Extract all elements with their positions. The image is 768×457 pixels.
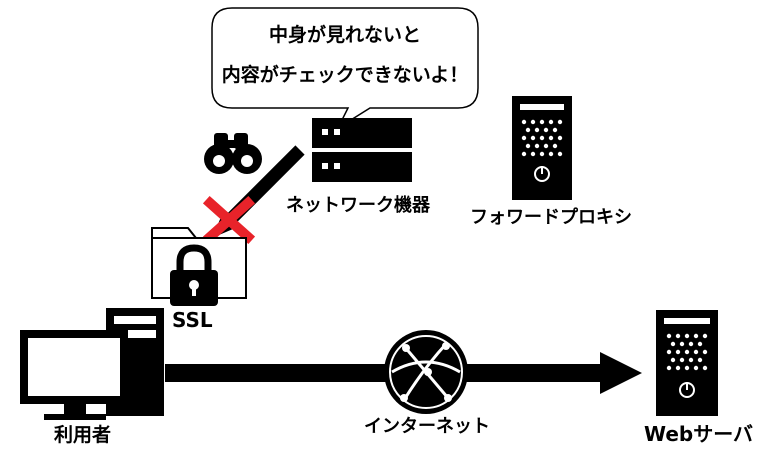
speech-bubble-line-2: 内容がチェックできないよ！ [221, 64, 469, 86]
network-device-label: ネットワーク機器 [286, 195, 430, 216]
user-computer-icon [20, 308, 164, 420]
speech-bubble-line-1: 中身が見れないと [268, 24, 421, 46]
user-label: 利用者 [54, 424, 112, 446]
network-device-icon [312, 118, 412, 182]
web-server-label: Webサーバ [644, 422, 754, 446]
binoculars-icon [204, 133, 262, 174]
ssl-folder-icon [151, 227, 247, 306]
internet-label: インターネット [364, 416, 490, 437]
internet-globe-icon [384, 330, 468, 414]
forward-proxy-server-icon [512, 96, 572, 200]
forward-proxy-label: フォワードプロキシ [470, 207, 632, 228]
ssl-label: SSL [172, 308, 213, 332]
web-server-icon [656, 310, 718, 416]
blocked-x-icon [202, 195, 256, 245]
